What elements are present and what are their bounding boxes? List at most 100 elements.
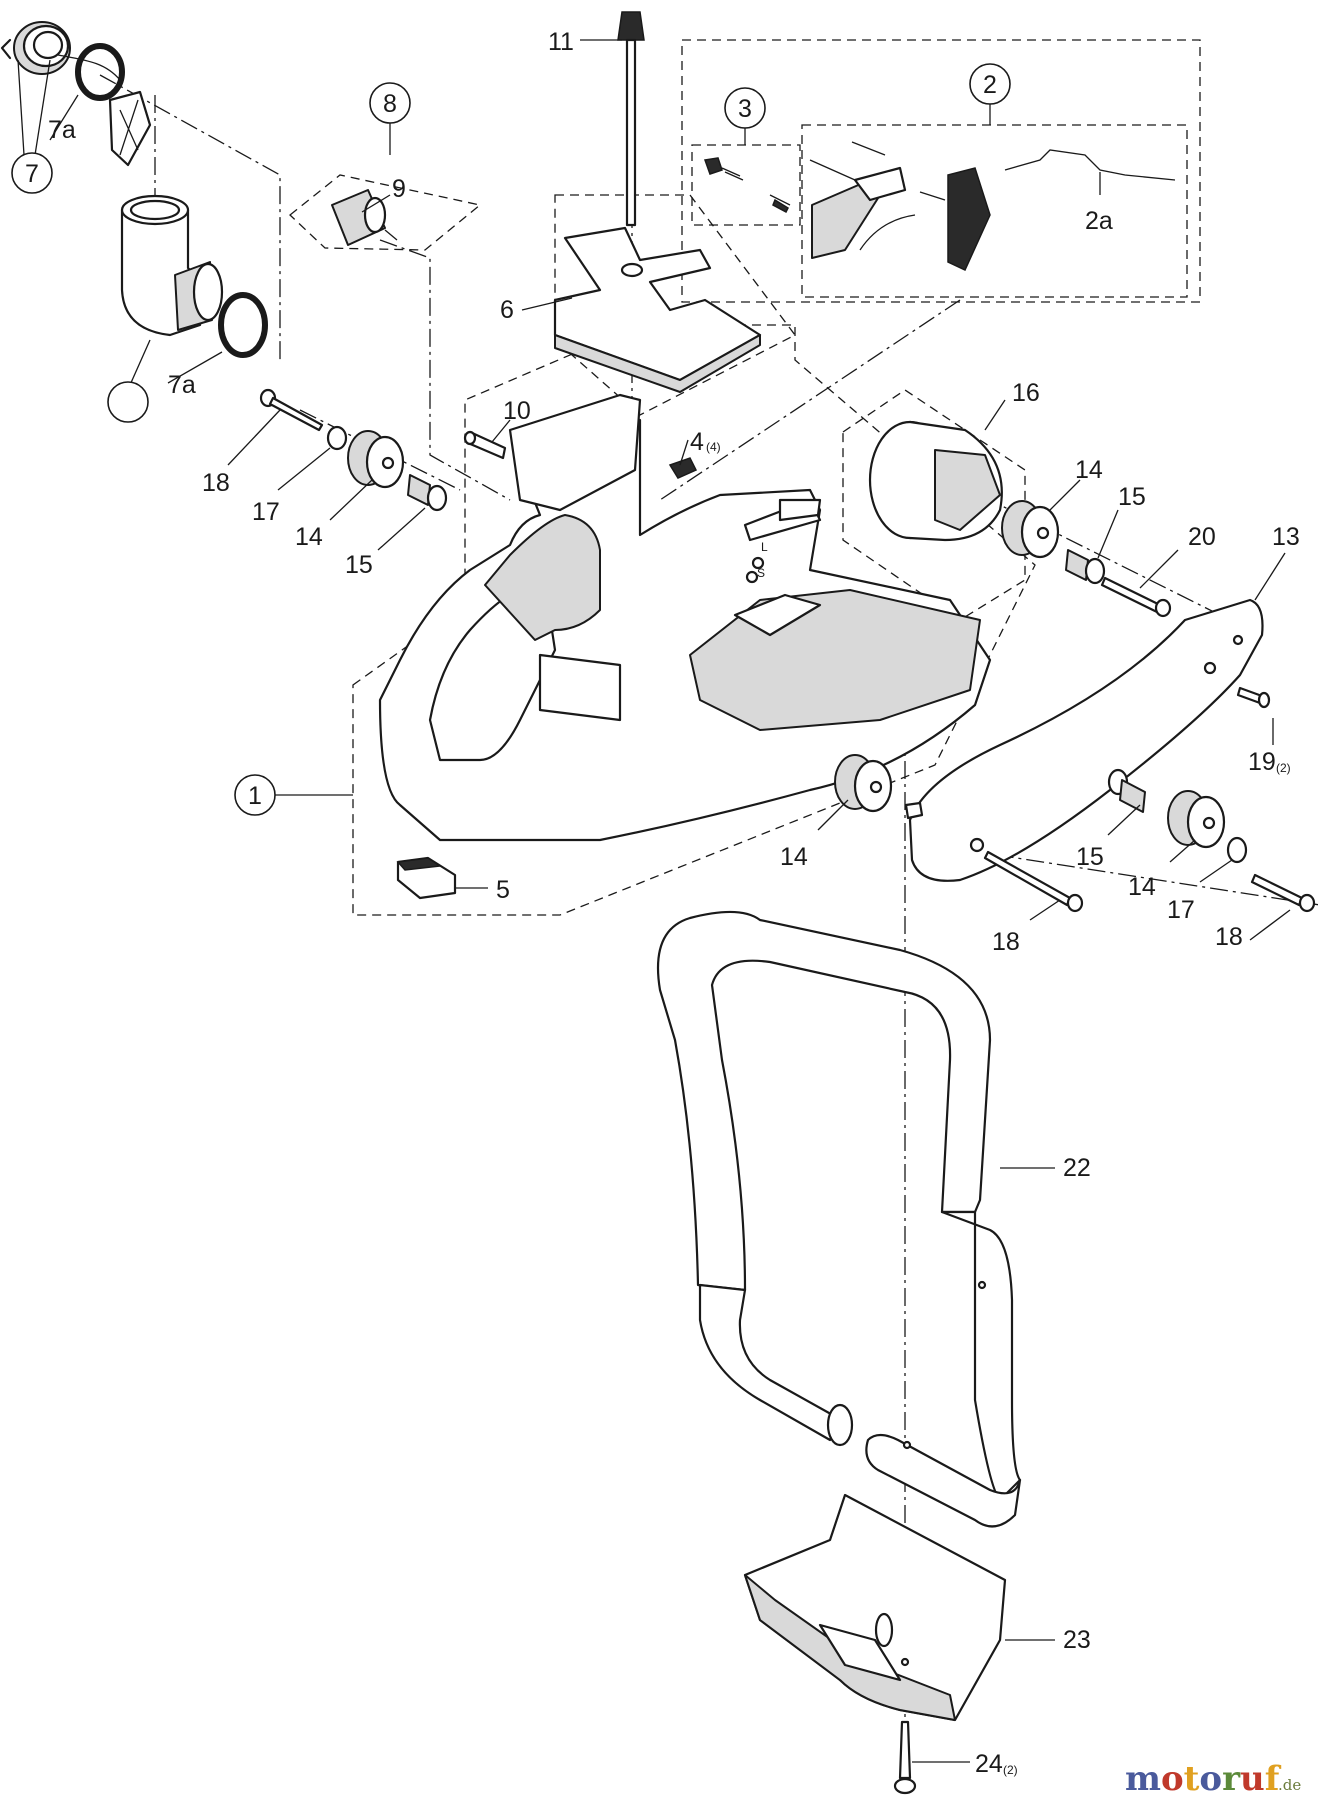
centerline-throttle: [659, 299, 961, 501]
callout-23: 23: [1063, 1626, 1091, 1654]
bolt-18-mid: [983, 850, 1084, 913]
washer-17-right: [1226, 836, 1248, 864]
foot-pad: [396, 856, 457, 900]
callout-22: 22: [1063, 1154, 1091, 1182]
housing-mark-s: S: [757, 566, 765, 580]
leader-7a-top: [49, 94, 79, 141]
callout-circle-3: [724, 87, 766, 129]
callout-14-left: 14: [295, 523, 323, 551]
callout-7a-bottom: 7a: [168, 371, 196, 399]
leader-17-right: [1199, 859, 1233, 883]
callout-17-left: 17: [252, 498, 280, 526]
leader-15-upper-right: [1097, 509, 1119, 559]
leader-14-upper-right: [1049, 479, 1081, 511]
tension-rod: [617, 11, 645, 227]
callout-18-mid: 18: [992, 928, 1020, 956]
watermark-logo: motoruf .de: [1125, 1759, 1301, 1799]
leader-17-left: [277, 447, 331, 491]
o-ring-7a-top: [75, 43, 125, 101]
group-box-3: [691, 144, 801, 226]
group-box-1: [352, 324, 1036, 916]
leader-18-left: [227, 409, 281, 466]
leader-7: [17, 59, 51, 156]
callout-6: 6: [500, 296, 514, 324]
callout-20: 20: [1188, 523, 1216, 551]
callout-2: 2: [983, 71, 997, 99]
leader-15-left: [377, 507, 426, 551]
rubber-mount-14-upper-right: [1001, 500, 1060, 559]
spacer-15-lower-right: [1107, 768, 1146, 813]
callout-2a: 2a: [1085, 207, 1113, 235]
hand-guard: [743, 1493, 1007, 1722]
leader-14-mid: [817, 799, 849, 831]
callout-5: 5: [496, 876, 510, 904]
callout-19-qty: (2): [1276, 761, 1291, 775]
callout-circle-8: [369, 82, 411, 124]
group-box-2: [681, 39, 1201, 303]
spacer-15-upper-right: [1065, 549, 1106, 585]
leader-16: [984, 399, 1006, 431]
nut: [668, 457, 698, 479]
fuel-cap: [0, 21, 152, 167]
callout-circle-7: [11, 152, 53, 194]
callout-1: 1: [248, 782, 262, 810]
callout-14-mid: 14: [780, 843, 808, 871]
rubber-mount-14-left: [347, 430, 405, 489]
leader-4: [679, 439, 689, 466]
o-ring-7a-bottom: [218, 292, 268, 358]
callout-14-lower-right: 14: [1128, 873, 1156, 901]
bolt-18-right: [1250, 873, 1316, 913]
front-bracket: [904, 598, 1264, 882]
leader-14-left: [329, 479, 373, 521]
callout-9: 9: [392, 175, 406, 203]
callout-17-right: 17: [1167, 896, 1195, 924]
group-box-16: [842, 389, 1026, 621]
callout-16: 16: [1012, 379, 1040, 407]
callout-10: 10: [503, 397, 531, 425]
callout-circle-1: [234, 774, 276, 816]
screw-19: [1236, 686, 1271, 709]
callout-15-lower-right: 15: [1076, 843, 1104, 871]
leader-15-lower-right: [1107, 804, 1141, 836]
callout-15-upper-right: 15: [1118, 483, 1146, 511]
callout-circle-25: [107, 381, 149, 423]
callout-3: 3: [738, 95, 752, 123]
leader-10: [491, 419, 511, 443]
callout-14-upper-right: 14: [1075, 456, 1103, 484]
pin: [463, 430, 507, 460]
callout-24: 24: [975, 1750, 1003, 1778]
leader-18-right: [1249, 909, 1291, 941]
callout-circle-2: [969, 63, 1011, 105]
rubber-mount-14-lower-right: [1167, 790, 1226, 849]
bolt-20: [1100, 576, 1172, 618]
leader-6: [521, 297, 573, 311]
callout-8: 8: [383, 90, 397, 118]
bolt-18-left: [259, 388, 324, 432]
throttle-trigger: [809, 141, 1176, 272]
rubber-mount-14-mid: [834, 754, 893, 813]
rear-handle-housing: [378, 393, 992, 842]
centerline-valve: [379, 239, 511, 501]
spring-set: [703, 157, 791, 214]
callout-18-left: 18: [202, 469, 230, 497]
foam-pad: [553, 226, 762, 393]
callout-24-qty: (2): [1003, 1763, 1018, 1777]
svg-text:motoruf: motoruf: [1125, 1759, 1282, 1799]
callout-19: 19: [1248, 748, 1276, 776]
callout-7: 7: [25, 160, 39, 188]
filler-elbow: [120, 194, 224, 337]
damper-housing: [868, 420, 1003, 542]
callout-7a-top: 7a: [48, 116, 76, 144]
callout-4-qty: (4): [706, 440, 721, 454]
centerline-left-mount: [299, 409, 461, 491]
group-box-2a: [801, 124, 1188, 298]
leader-25: [129, 339, 151, 386]
leader-9: [361, 194, 391, 213]
leader-20: [1139, 549, 1179, 589]
callout-11: 11: [548, 28, 574, 56]
leader-13: [1254, 552, 1286, 601]
callout-4: 4: [690, 428, 704, 456]
callout-15-left: 15: [345, 551, 373, 579]
callout-13: 13: [1272, 523, 1300, 551]
